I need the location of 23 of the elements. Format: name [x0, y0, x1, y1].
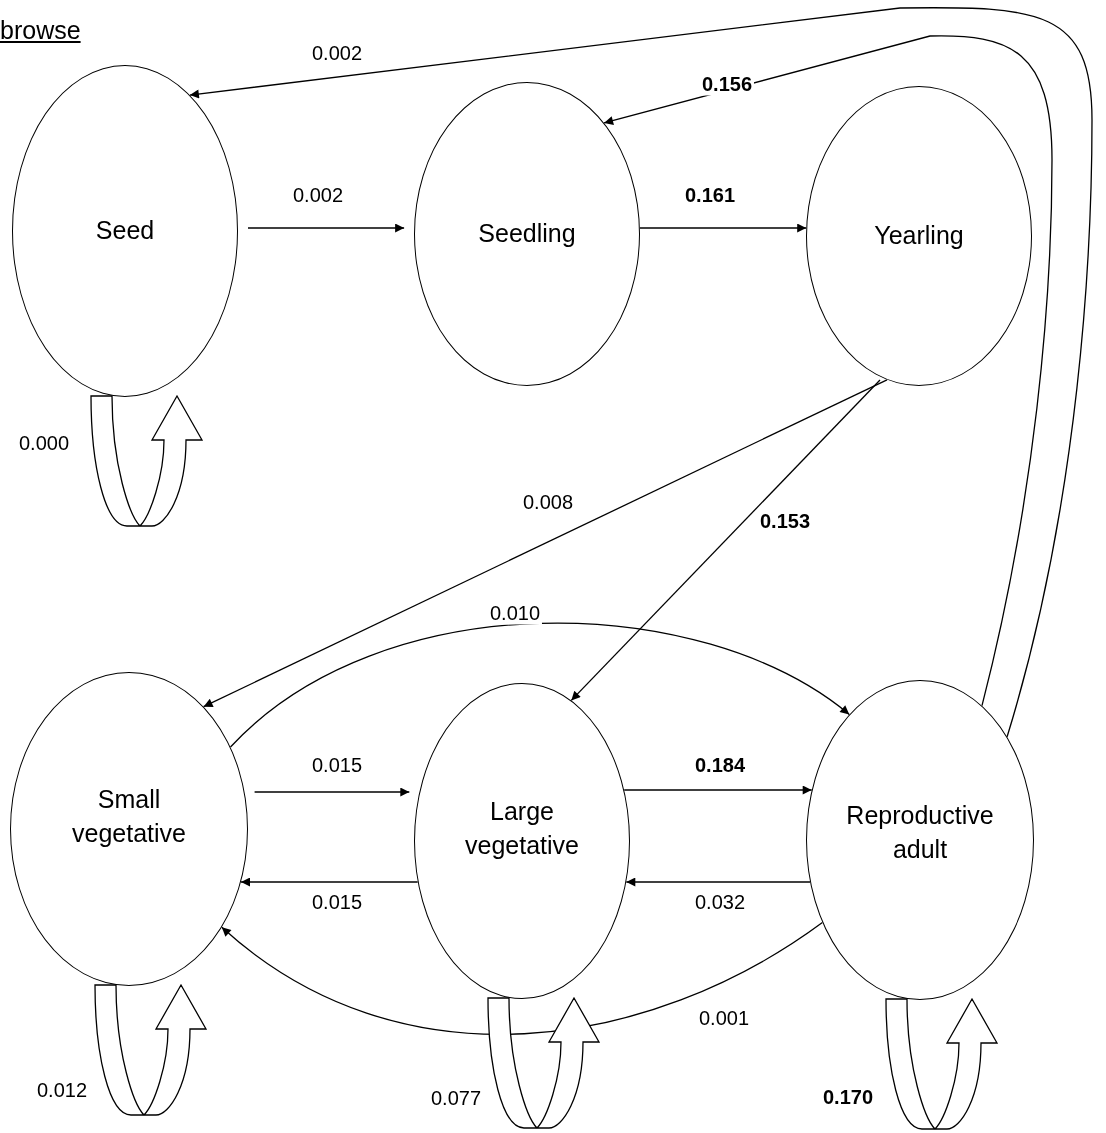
arrow [240, 877, 419, 887]
arrow [253, 787, 410, 797]
arrow [189, 7, 1093, 738]
stage-label: Large vegetative [464, 795, 580, 861]
arrow [221, 921, 824, 1035]
arrow [603, 35, 1053, 707]
arrow [639, 223, 807, 233]
arrow [202, 379, 888, 708]
self-loop-arrow [487, 997, 600, 1129]
stage-label: Small vegetative [71, 783, 187, 849]
stage-label: Reproductive adult [845, 799, 995, 865]
self-loop-arrow [94, 984, 207, 1116]
arrow [570, 379, 881, 702]
arrow [625, 877, 811, 887]
self-loop-arrow [90, 395, 203, 527]
stage-label: Yearling [873, 220, 965, 252]
arrow [229, 622, 850, 748]
diagram-title: browse [0, 16, 81, 45]
self-loop-arrow [885, 998, 998, 1130]
arrow [247, 223, 405, 233]
stage-label: Seed [94, 215, 156, 247]
arrow [623, 785, 813, 795]
stage-label: Seedling [477, 218, 577, 250]
